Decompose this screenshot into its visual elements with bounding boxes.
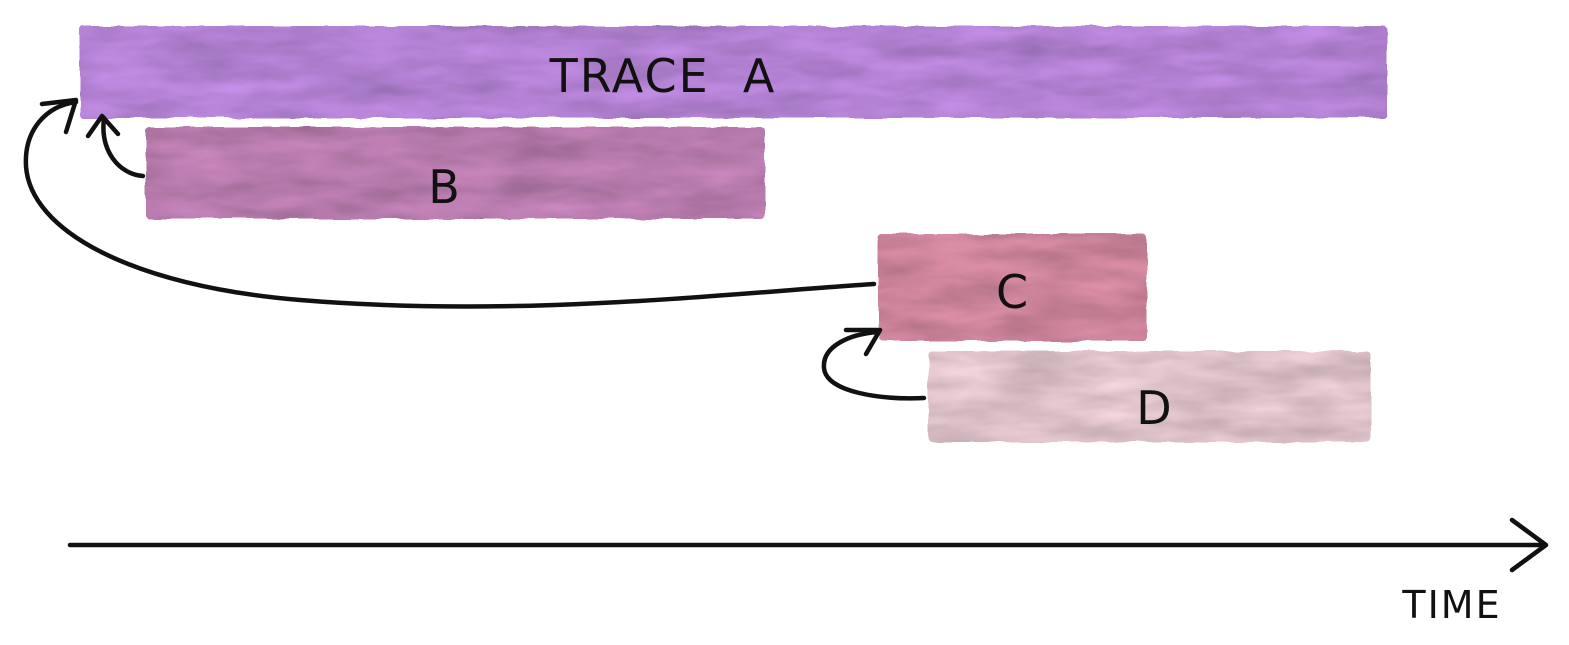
link-b-to-a [85, 113, 146, 179]
time-axis: TIME [67, 517, 1549, 627]
span-b-bar [146, 127, 765, 219]
span-c-label: C [996, 265, 1030, 319]
span-b-label: B [428, 160, 462, 214]
axis-label: TIME [1401, 583, 1501, 627]
span-a-bar [80, 26, 1387, 118]
link-d-to-c [821, 327, 927, 401]
span-links [23, 97, 927, 401]
span-labels: TRACE A B C D [428, 49, 1173, 435]
arrowhead-icon [85, 113, 121, 139]
span-c-bar [878, 234, 1147, 341]
span-d-label: D [1136, 381, 1173, 435]
link-c-to-a [23, 97, 877, 309]
arrowhead-icon [1509, 517, 1549, 573]
span-a-label: TRACE A [549, 49, 777, 103]
arrowhead-icon [843, 327, 883, 357]
span-bars [80, 26, 1387, 442]
arrowhead-icon [39, 97, 79, 135]
span-d-bar [928, 351, 1371, 442]
